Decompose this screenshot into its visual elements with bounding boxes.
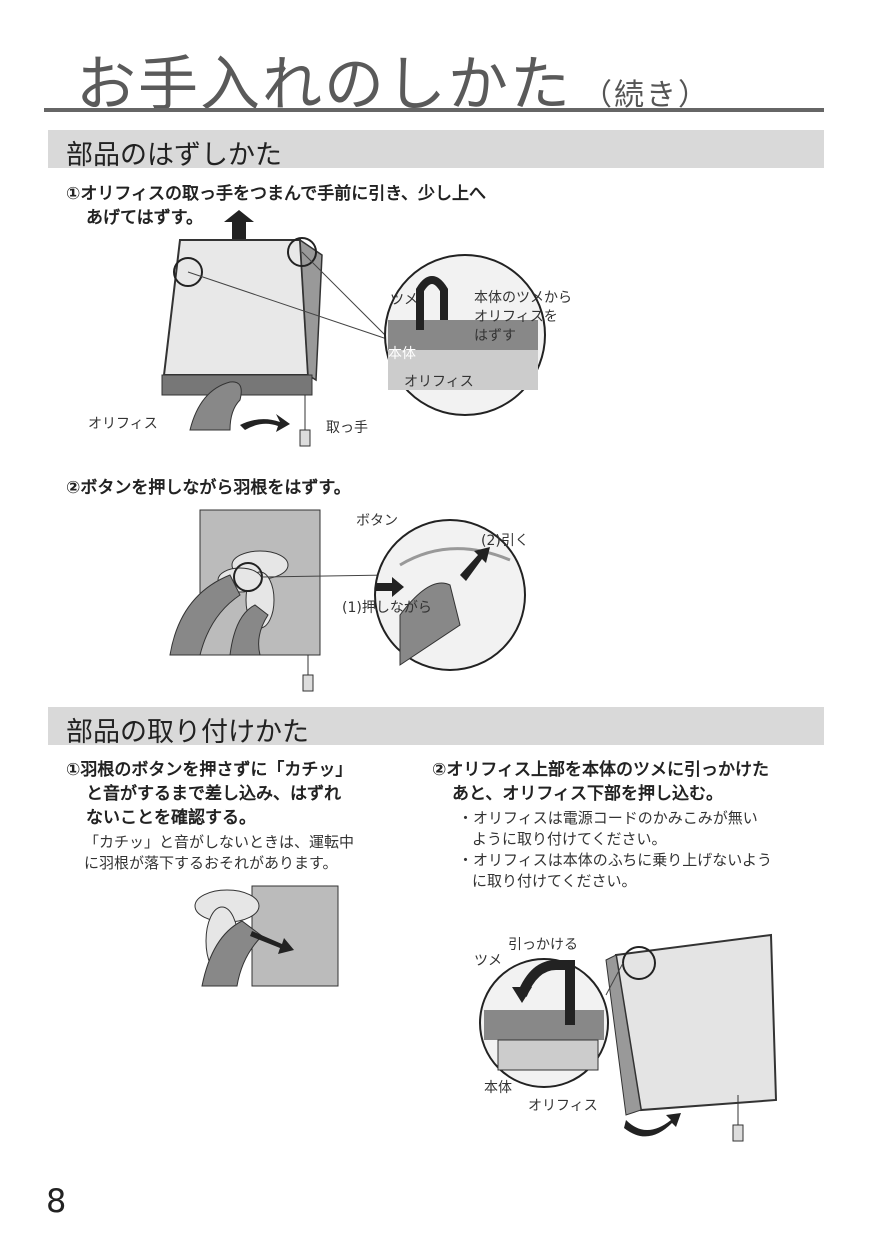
orifice-attach-illustration (479, 933, 778, 1142)
note-line: に取り付けてください。 (472, 872, 637, 890)
callout-detach: 本体のツメから オリフィスを はずす (474, 289, 572, 346)
label-press: (1)押しながら (342, 600, 432, 616)
label-pull: (2)引く (481, 533, 529, 549)
leader-line (301, 251, 391, 341)
section-heading-removal: 部品のはずしかた (48, 130, 824, 171)
step-line: あげてはずす。 (86, 208, 203, 228)
label-orifice: オリフィス (528, 1098, 598, 1114)
callout-line: 本体のツメから (474, 290, 572, 306)
cord-plug (302, 674, 314, 692)
label-tsume: ツメ (474, 953, 502, 969)
attachment-step1-text: ①羽根のボタンを押さずに「カチッ」 と音がするまで差し込み、はずれ ないことを確… (66, 758, 396, 830)
orifice-removal-illustration (161, 210, 546, 447)
label-tsume: ツメ (390, 292, 418, 308)
label-handle: 取っ手 (326, 420, 368, 436)
unit-frame (251, 885, 339, 987)
label-orifice-detail: オリフィス (404, 374, 474, 390)
label-body: 本体 (484, 1080, 512, 1096)
note-line: ・オリフィスは電源コードのかみこみが無い (458, 809, 758, 827)
step-line: あと、オリフィス下部を押し込む。 (452, 784, 723, 804)
section-heading-text: 部品の取り付けかた (66, 717, 309, 748)
step-line: と音がするまで差し込み、はずれ (86, 784, 341, 804)
page-title-suffix: （続き） (582, 78, 710, 113)
title-rule (44, 108, 824, 112)
step-line: ①オリフィスの取っ手をつまんで手前に引き、少し上へ (66, 184, 487, 204)
hand-left-icon (169, 574, 241, 656)
pull-arrow-icon (460, 547, 490, 581)
hand-right-icon (229, 604, 269, 656)
step-line: ②オリフィス上部を本体のツメに引っかけた (432, 760, 770, 780)
unit-side (605, 954, 642, 1116)
section-heading-text: 部品のはずしかた (66, 140, 282, 171)
step-line: ないことを確認する。 (86, 808, 256, 828)
step-line: ①羽根のボタンを押さずに「カチッ」 (66, 760, 353, 780)
detail-lift-arrow-icon (416, 276, 448, 330)
hand-icon (201, 920, 263, 987)
unit-side (299, 238, 323, 382)
orifice-panel (614, 933, 778, 1112)
detail-circle-left (173, 257, 203, 287)
label-hook: 引っかける (508, 937, 578, 953)
leader-line (605, 962, 624, 996)
cord-plug (732, 1124, 744, 1142)
detail-unit-body (388, 320, 538, 350)
detail-circle-right (287, 237, 317, 267)
leader-line (187, 271, 391, 341)
detail-unit-body (484, 1010, 604, 1040)
fan-removal-illustration (169, 509, 526, 692)
label-orifice: オリフィス (88, 416, 158, 432)
fan-hub-edge (399, 547, 511, 567)
removal-step1-text: ①オリフィスの取っ手をつまんで手前に引き、少し上へ あげてはずす。 (66, 182, 586, 230)
section-heading-attachment: 部品の取り付けかた (48, 707, 824, 748)
label-body: 本体 (388, 346, 416, 362)
press-arrow-icon (375, 577, 404, 597)
fan-insert-illustration (194, 885, 339, 987)
detail-orifice (388, 350, 538, 390)
note-line: 「カチッ」と音がしないときは、運転中 (84, 833, 355, 851)
insert-arrow-icon (250, 931, 294, 954)
attachment-step1-note: 「カチッ」と音がしないときは、運転中 に羽根が落下するおそれがあります。 (84, 832, 404, 874)
removal-step2-text: ②ボタンを押しながら羽根をはずす。 (66, 478, 351, 498)
leader-line (261, 574, 391, 578)
cord-plug (299, 429, 311, 447)
attachment-step2-notes: ・オリフィスは電源コードのかみこみが無い ように取り付けてください。 ・オリフィ… (458, 808, 838, 892)
note-line: ように取り付けてください。 (472, 830, 667, 848)
attachment-step2-text: ②オリフィス上部を本体のツメに引っかけた あと、オリフィス下部を押し込む。 (432, 758, 832, 806)
note-line: に羽根が落下するおそれがあります。 (84, 854, 338, 872)
hook-arrow-head-icon (512, 987, 532, 1003)
callout-line: はずす (474, 328, 516, 344)
page-number: 8 (46, 1182, 67, 1220)
up-arrow-icon (224, 210, 254, 240)
callout-line: オリフィスを (474, 309, 558, 325)
orifice-panel (162, 239, 310, 376)
pull-arrow-icon (240, 414, 290, 432)
hand-icon (189, 381, 242, 431)
label-button: ボタン (356, 513, 398, 529)
push-arrow-icon (624, 1113, 681, 1137)
note-line: ・オリフィスは本体のふちに乗り上げないよう (458, 851, 772, 869)
hand-detail-icon (399, 582, 461, 666)
detail-orifice (497, 1039, 599, 1071)
